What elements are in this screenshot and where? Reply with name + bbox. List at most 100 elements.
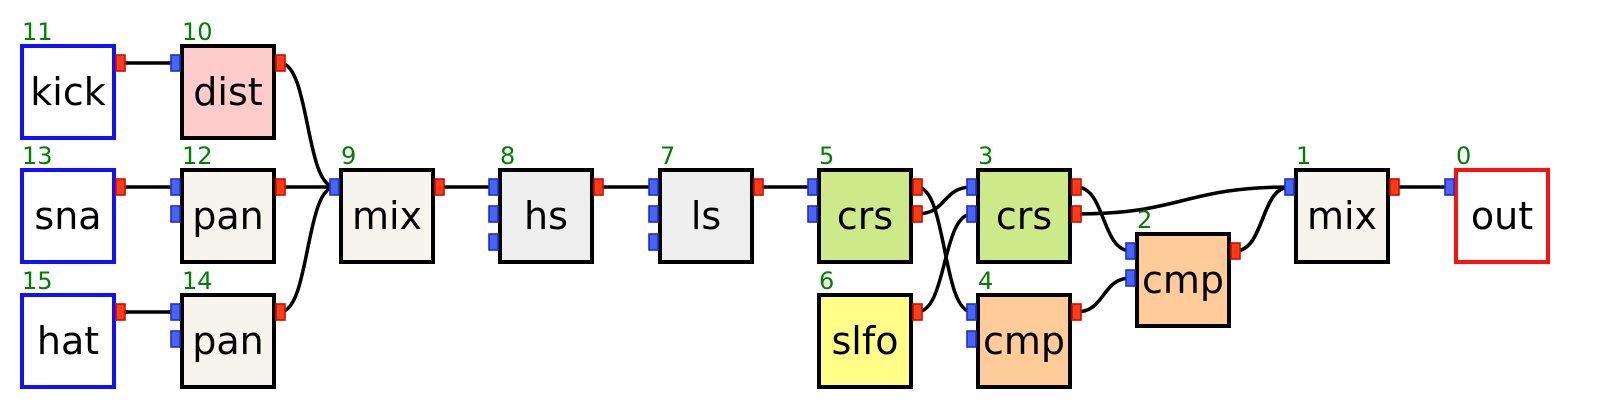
output-port-0[interactable] xyxy=(115,54,126,72)
node-id-label: 7 xyxy=(660,142,675,170)
node-13-sna[interactable]: 13 sna xyxy=(20,142,126,264)
node-box[interactable] xyxy=(339,168,435,264)
node-14-pan[interactable]: 14 pan xyxy=(170,267,286,389)
output-port-0[interactable] xyxy=(434,178,445,196)
output-port-1[interactable] xyxy=(1071,205,1082,223)
input-port-0[interactable] xyxy=(1444,178,1455,196)
node-label: pan xyxy=(192,194,264,238)
output-port-0[interactable] xyxy=(753,178,764,196)
node-box[interactable] xyxy=(498,168,594,264)
input-port-1[interactable] xyxy=(1125,269,1136,287)
output-port-0[interactable] xyxy=(1230,242,1241,260)
input-port-0[interactable] xyxy=(488,178,499,196)
node-box[interactable] xyxy=(817,293,913,389)
wire-14-to-9 xyxy=(279,185,336,314)
input-port-0[interactable] xyxy=(1284,178,1295,196)
input-port-2[interactable] xyxy=(648,233,659,251)
input-port-0[interactable] xyxy=(966,303,977,321)
input-port-0[interactable] xyxy=(966,178,977,196)
output-port-0[interactable] xyxy=(912,303,923,321)
node-label: crs xyxy=(837,194,893,238)
node-box[interactable] xyxy=(1454,168,1550,264)
output-port-0[interactable] xyxy=(115,303,126,321)
node-id-label: 14 xyxy=(182,267,213,295)
output-port-0[interactable] xyxy=(912,178,923,196)
node-label: hs xyxy=(524,194,568,238)
node-12-pan[interactable]: 12 pan xyxy=(170,142,286,264)
node-9-mix[interactable]: 9 mix xyxy=(329,142,445,264)
node-label: mix xyxy=(352,194,422,238)
node-box[interactable] xyxy=(20,168,116,264)
node-label: hat xyxy=(37,319,99,363)
node-box[interactable] xyxy=(976,293,1072,389)
input-port-0[interactable] xyxy=(329,178,340,196)
wire-4-to-2 xyxy=(1075,276,1132,314)
output-port-0[interactable] xyxy=(115,178,126,196)
input-port-0[interactable] xyxy=(807,178,818,196)
input-port-1[interactable] xyxy=(966,205,977,223)
node-label: slfo xyxy=(832,319,899,363)
node-box[interactable] xyxy=(1294,168,1390,264)
output-port-0[interactable] xyxy=(275,178,286,196)
input-port-0[interactable] xyxy=(170,303,181,321)
node-box[interactable] xyxy=(20,293,116,389)
input-port-0[interactable] xyxy=(648,178,659,196)
node-id-label: 5 xyxy=(819,142,834,170)
input-port-1[interactable] xyxy=(170,205,181,223)
wire-3-to-2 xyxy=(1075,185,1132,253)
node-label: dist xyxy=(193,70,262,114)
node-box[interactable] xyxy=(180,44,276,140)
node-box[interactable] xyxy=(658,168,754,264)
node-label: pan xyxy=(192,319,264,363)
input-port-1[interactable] xyxy=(648,205,659,223)
output-port-0[interactable] xyxy=(1071,303,1082,321)
node-id-label: 10 xyxy=(182,18,213,46)
node-id-label: 0 xyxy=(1456,142,1471,170)
input-port-1[interactable] xyxy=(966,330,977,348)
node-box[interactable] xyxy=(976,168,1072,264)
node-10-dist[interactable]: 10 dist xyxy=(170,18,286,140)
node-label: sna xyxy=(34,194,101,238)
output-port-0[interactable] xyxy=(1071,178,1082,196)
node-id-label: 13 xyxy=(22,142,53,170)
input-port-1[interactable] xyxy=(170,330,181,348)
input-port-0[interactable] xyxy=(170,178,181,196)
output-port-0[interactable] xyxy=(275,54,286,72)
wire-5-to-3 xyxy=(916,185,973,216)
node-box[interactable] xyxy=(1135,232,1231,328)
input-port-1[interactable] xyxy=(488,205,499,223)
node-box[interactable] xyxy=(20,44,116,140)
input-port-2[interactable] xyxy=(488,233,499,251)
output-port-0[interactable] xyxy=(1389,178,1400,196)
input-port-0[interactable] xyxy=(170,54,181,72)
node-label: cmp xyxy=(983,319,1065,363)
node-id-label: 1 xyxy=(1296,142,1311,170)
wire-6-to-3 xyxy=(916,212,973,314)
node-id-label: 12 xyxy=(182,142,213,170)
node-box[interactable] xyxy=(180,168,276,264)
node-layer: 11kick10dist13sna12pan15hat14pan9mix8hs7… xyxy=(20,18,1550,389)
output-port-1[interactable] xyxy=(912,205,923,223)
input-port-0[interactable] xyxy=(1125,242,1136,260)
output-port-0[interactable] xyxy=(593,178,604,196)
input-port-1[interactable] xyxy=(807,205,818,223)
node-box[interactable] xyxy=(817,168,913,264)
node-label: kick xyxy=(30,70,105,114)
node-7-ls[interactable]: 7 ls xyxy=(648,142,764,264)
node-label: ls xyxy=(691,194,721,238)
output-port-0[interactable] xyxy=(275,303,286,321)
node-box[interactable] xyxy=(180,293,276,389)
node-8-hs[interactable]: 8hs xyxy=(488,142,604,264)
node-id-label: 9 xyxy=(341,142,356,170)
node-label: crs xyxy=(996,194,1052,238)
